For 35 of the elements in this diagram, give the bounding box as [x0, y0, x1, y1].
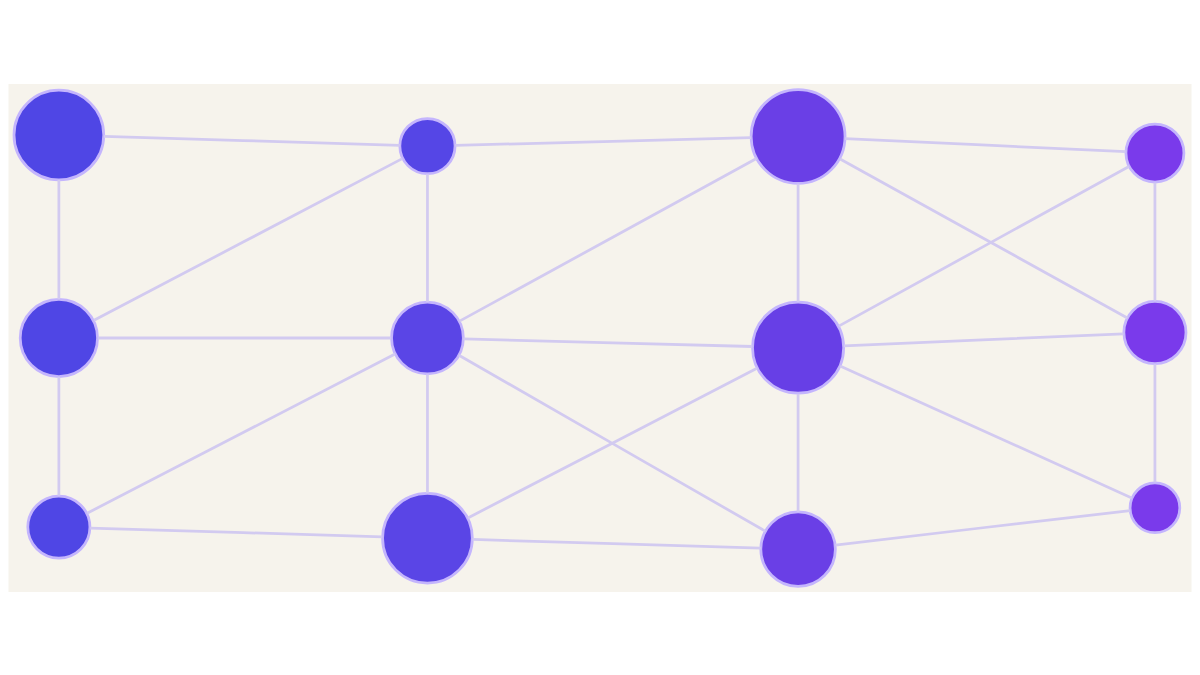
connector	[472, 537, 761, 549]
connector	[90, 526, 383, 538]
node-circle	[749, 87, 847, 185]
connector	[458, 353, 766, 532]
connector	[103, 134, 400, 147]
node-circle	[759, 510, 837, 588]
connector	[843, 331, 1124, 347]
node-circle	[26, 494, 92, 560]
connector	[796, 393, 800, 512]
connector	[835, 508, 1131, 546]
node-circle	[390, 300, 465, 375]
node-circle	[381, 491, 474, 584]
connector	[458, 156, 758, 322]
connector	[57, 376, 61, 496]
connector	[467, 366, 758, 519]
connector	[98, 336, 392, 339]
connector	[796, 183, 800, 302]
connector	[463, 337, 753, 348]
connector	[86, 352, 396, 514]
connector	[839, 364, 1133, 499]
node-circle	[398, 116, 457, 175]
node-circle	[18, 297, 99, 378]
connector	[426, 173, 429, 302]
connector	[426, 373, 429, 493]
node-circle	[751, 300, 846, 395]
node-circle	[1128, 481, 1182, 534]
connector	[93, 156, 403, 321]
node-circle	[12, 88, 106, 181]
node-circle	[1124, 122, 1186, 183]
connector	[1153, 182, 1157, 301]
node-circle	[1122, 299, 1188, 365]
connector	[1153, 363, 1157, 482]
connector	[455, 135, 751, 147]
connector	[844, 136, 1126, 153]
connector	[57, 179, 61, 299]
